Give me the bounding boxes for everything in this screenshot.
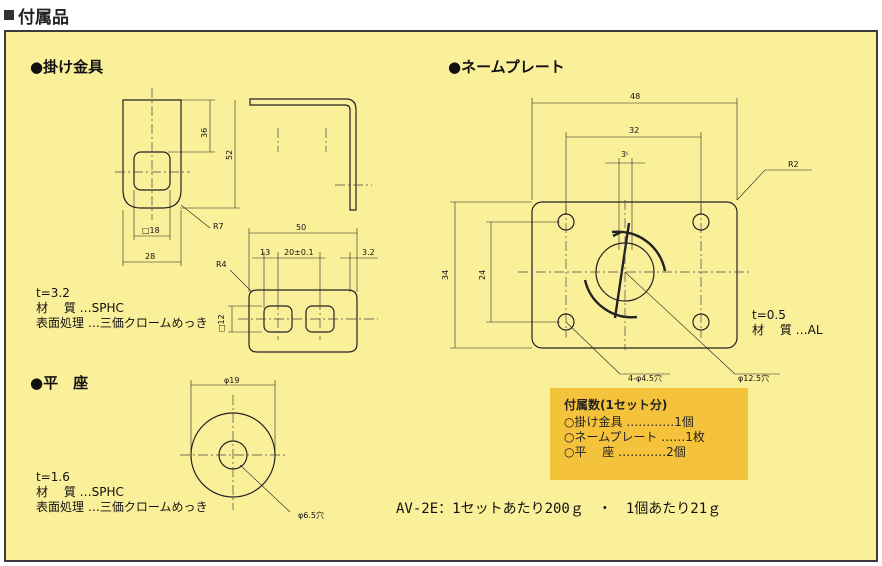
dim-r2: R2 (788, 160, 799, 169)
accessory-row-washer: ○平 座 …………2個 (564, 445, 686, 459)
bracket-top-outline (248, 289, 358, 353)
accessory-count-title: 付属数(1セット分) (564, 398, 668, 412)
dim-h52: 52 (225, 149, 234, 160)
dim-d19: φ19 (224, 376, 240, 385)
dim-sq18: □18 (142, 226, 160, 235)
nameplate-spec: t=0.5 材 質 …AL (752, 308, 823, 338)
bracket-spec: t=3.2 材 質 …SPHC 表面処理 …三価クロームめっき (36, 286, 207, 331)
dim-h34: 34 (441, 269, 450, 280)
bracket-side-outline (249, 98, 357, 211)
bracket-thickness: t=3.2 (36, 286, 70, 300)
bracket-title: ●掛け金具 (30, 58, 104, 76)
dim-h24: 24 (478, 269, 487, 280)
nameplate-outline (531, 201, 738, 349)
nameplate-thickness: t=0.5 (752, 308, 786, 322)
dim-w50: 50 (296, 223, 307, 232)
dim-r4: R4 (216, 260, 227, 269)
dim-center-hole: φ12.5穴 (738, 374, 770, 383)
dim-sq12: □12 (217, 314, 226, 332)
dim-h36: 36 (200, 127, 209, 138)
nameplate-material: 材 質 …AL (752, 323, 823, 337)
dim-r7: R7 (213, 222, 224, 231)
bracket-material: 材 質 …SPHC (36, 301, 124, 315)
dim-w3: 3ᴸ (621, 150, 629, 159)
dim-w28: 28 (145, 252, 156, 261)
dim-w32: 3.2 (362, 248, 375, 257)
page-header: 付属品 (4, 2, 69, 28)
dim-w20: 20±0.1 (284, 248, 314, 257)
washer-title: ●平 座 (30, 374, 89, 392)
dim-w13: 13 (260, 248, 271, 257)
washer-spec: t=1.6 材 質 …SPHC 表面処理 …三価クロームめっき (36, 470, 207, 515)
dim-w48: 48 (630, 92, 641, 101)
nameplate-title: ●ネームプレート (448, 58, 565, 76)
page-title: 付属品 (18, 7, 69, 28)
accessory-count-box: 付属数(1セット分) ○掛け金具 …………1個 ○ネームプレート ……1枚 ○平… (550, 388, 748, 480)
accessory-row-nameplate: ○ネームプレート ……1枚 (564, 430, 705, 444)
washer-material: 材 質 …SPHC (36, 485, 124, 499)
bracket-finish: 表面処理 …三価クロームめっき (36, 316, 208, 330)
weight-note: AV-2E：1セットあたり200ｇ ・ 1個あたり21ｇ (396, 501, 722, 517)
square-bullet-icon (4, 10, 14, 20)
dim-w32-plate: 32 (629, 126, 640, 135)
washer-finish: 表面処理 …三価クロームめっき (36, 500, 208, 514)
accessory-row-bracket: ○掛け金具 …………1個 (564, 415, 694, 429)
washer-thickness: t=1.6 (36, 470, 70, 484)
dim-holes: 4-φ4.5穴 (628, 374, 662, 383)
bracket-front-outline (122, 99, 182, 209)
dim-d65: φ6.5穴 (298, 511, 324, 520)
